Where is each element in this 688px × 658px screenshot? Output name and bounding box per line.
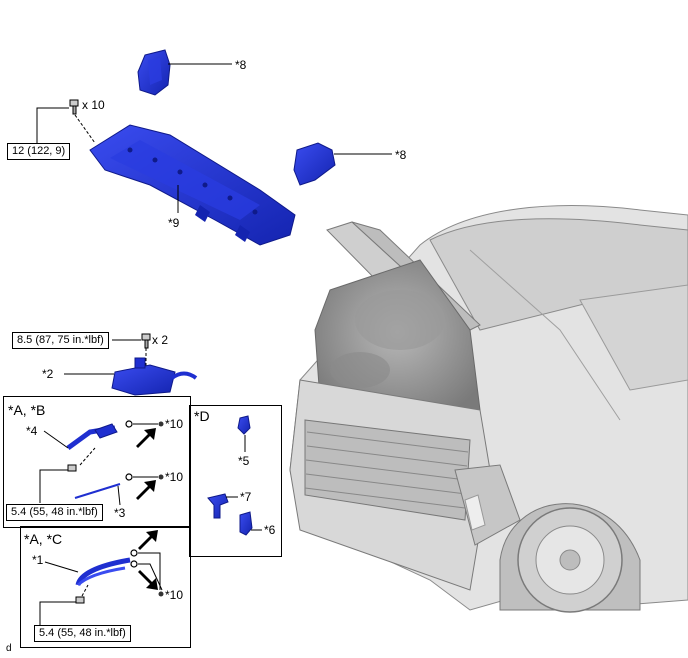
quantity-bolts-10: x 10 xyxy=(82,98,105,112)
callout-10-c: *10 xyxy=(165,588,184,602)
callout-3: *3 xyxy=(114,506,126,520)
nozzle-4-and-hose-3 xyxy=(66,423,121,499)
quantity-bolts-2: x 2 xyxy=(152,333,169,347)
callout-6: *6 xyxy=(264,523,276,537)
part-1-nozzle xyxy=(75,557,131,604)
panel-d xyxy=(189,405,282,557)
callout-9: *9 xyxy=(168,216,180,230)
callout-1: *1 xyxy=(32,553,44,567)
part-8-upper xyxy=(137,49,171,96)
bolt-icon xyxy=(69,99,79,115)
panel-d-title: *D xyxy=(194,408,210,424)
arrow-icon xyxy=(136,428,156,448)
o-ring-icon xyxy=(130,560,138,568)
part-7 xyxy=(207,493,229,519)
callout-7: *7 xyxy=(240,490,252,504)
torque-box-c: 5.4 (55, 48 in.*lbf) xyxy=(34,625,131,642)
callout-8-upper: *8 xyxy=(235,58,247,72)
torque-cowl-bolts: 12 (122, 9) xyxy=(7,143,71,160)
vehicle-illustration xyxy=(289,205,688,613)
bolt-icon xyxy=(141,333,151,349)
part-5 xyxy=(237,415,251,435)
callout-5: *5 xyxy=(238,454,250,468)
panel-a-c xyxy=(20,526,191,648)
callout-2: *2 xyxy=(42,367,54,381)
torque-tank-bolts: 8.5 (87, 75 in.*lbf) xyxy=(12,332,109,349)
o-ring-icon xyxy=(130,549,138,557)
callout-8-right: *8 xyxy=(395,148,407,162)
torque-box-b: 5.4 (55, 48 in.*lbf) xyxy=(6,504,103,521)
arrow-icon xyxy=(138,570,158,590)
o-ring-icon xyxy=(125,420,133,428)
part-2-washer-tank xyxy=(111,357,198,396)
callout-10-b: *10 xyxy=(165,470,184,484)
arrow-icon xyxy=(136,480,156,500)
callout-10-a: *10 xyxy=(165,417,184,431)
part-9-cowl-panel xyxy=(89,124,296,246)
part-6 xyxy=(239,511,253,536)
part-8-right xyxy=(293,142,336,186)
figure-corner-mark: d xyxy=(6,643,12,654)
o-ring-icon xyxy=(125,473,133,481)
panel-a-b xyxy=(3,396,191,528)
callout-4: *4 xyxy=(26,424,38,438)
panel-a-b-title: *A, *B xyxy=(8,402,46,418)
arrow-icon xyxy=(138,530,158,550)
panel-a-c-title: *A, *C xyxy=(24,531,63,547)
